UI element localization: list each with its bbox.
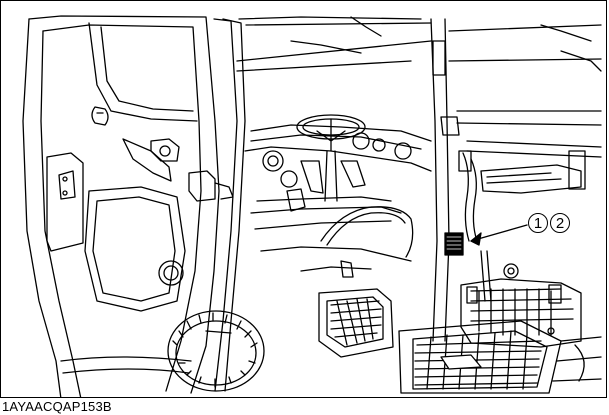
rear-cab-panel [448, 24, 602, 242]
leader-arrow [470, 224, 528, 246]
illustration-frame: 1 2 [0, 0, 607, 398]
figure-caption: 1AYAACQAP153B [2, 399, 112, 414]
front-tire [167, 310, 265, 392]
label-plate [444, 232, 464, 256]
pillar-bracket [432, 40, 446, 76]
dashboard [244, 114, 432, 278]
tank-assembly [460, 250, 582, 348]
open-door [22, 15, 234, 397]
rear-pillar [430, 18, 460, 342]
callout-1: 1 [528, 213, 548, 233]
floor-mat [318, 288, 394, 358]
callout-2: 2 [550, 213, 570, 233]
cab-door-illustration [22, 15, 602, 397]
callout-2-label: 2 [555, 214, 565, 232]
step-plate [398, 320, 602, 394]
door-pillar [205, 18, 246, 392]
cab-roof-lines [236, 16, 432, 72]
label-location [444, 232, 464, 256]
callout-1-label: 1 [533, 214, 543, 232]
